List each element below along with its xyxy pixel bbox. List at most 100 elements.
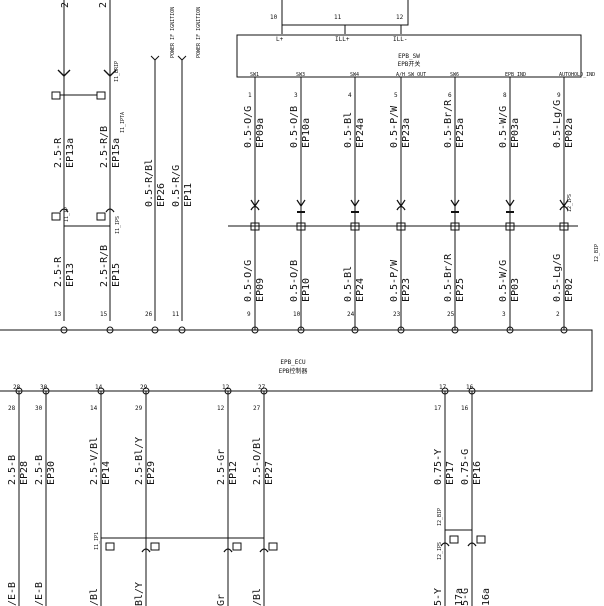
ecu-pin-26-top: 26 — [145, 311, 153, 318]
ecu-pin-terminal — [351, 326, 359, 334]
wire-label-fragment: 5-G — [460, 588, 471, 606]
wire-label: 2.5-B — [7, 455, 18, 485]
label-i1-ip: I1_IP — [64, 207, 70, 222]
ecu-pin-number-below: 17 — [434, 405, 442, 412]
switch-pin-number: 8 — [503, 92, 507, 99]
ecu-pin-number-below: 16 — [461, 405, 469, 412]
connector-box — [350, 222, 360, 231]
wire-label: 2.5-O/Bl — [252, 437, 263, 485]
connector-chevron — [559, 199, 569, 208]
left-connector-box — [51, 212, 61, 221]
ecu-pin-number-below: 30 — [35, 405, 43, 412]
wire-label-lower: 0.5-Br/R — [443, 253, 454, 302]
connector-chevron — [505, 199, 515, 208]
wire-label-lower: 0.5-W/G — [498, 260, 509, 302]
wire-label-2.5-R: 2.5-R — [53, 256, 64, 287]
fragment-code-17a: 17a — [454, 588, 465, 606]
ecu-pin-15-top: 15 — [100, 311, 108, 318]
wire-code-EP13a: EP13a — [65, 138, 76, 168]
wire-label-0.5-R-G: 0.5-R/G — [171, 165, 182, 207]
wire-code-lower: EP02 — [564, 278, 575, 302]
wire-code-lower: EP09 — [255, 278, 266, 302]
ecu-pin-terminal — [451, 326, 459, 334]
wire-code-upper: EP09a — [255, 118, 266, 148]
label-i2-bip-low: I2_BIP — [437, 508, 443, 526]
wire-label: 0.75-G — [460, 449, 471, 485]
connector-box — [505, 222, 515, 231]
wire-code-upper: EP02a — [564, 118, 575, 148]
ecu-pin-terminal — [224, 387, 232, 395]
wire-code-lower: EP24 — [355, 278, 366, 302]
switch-pin-label: A/H SW OUT — [396, 72, 426, 78]
ecu-pin-number-top: 25 — [447, 311, 455, 318]
switch-pin-label-ill-minus: ILL- — [393, 36, 407, 43]
ecu-pin-number: 30 — [40, 384, 48, 391]
wire-code-lower: EP03 — [510, 278, 521, 302]
wire-label-upper: 0.5-O/B — [289, 106, 300, 148]
epb-ecu-subtitle: EPB控制器 — [279, 367, 308, 375]
ecu-pin-number-top: 24 — [347, 311, 355, 318]
top-left-fragment-2: 2 — [98, 2, 109, 8]
switch-pin-label: EPB_IND — [505, 72, 526, 78]
wire-code: EP16 — [472, 461, 483, 485]
ecu-pin-terminal — [42, 387, 50, 395]
ecu-pin-terminal — [15, 387, 23, 395]
wire-label: 2.5-V/Bl — [89, 437, 100, 485]
wire-code-EP11: EP11 — [183, 183, 194, 207]
wire-label-2.5-RB: 2.5-R/B — [99, 245, 110, 287]
bottom-connector-box — [449, 535, 459, 544]
epb-ecu-title: EPB_ECU — [280, 359, 306, 366]
epb-ecu-box — [0, 329, 593, 392]
switch-pin-number: 3 — [294, 92, 298, 99]
ecu-pin-terminal — [441, 387, 449, 395]
wire-code-upper: EP23a — [401, 118, 412, 148]
wire-label-fragment: Gr — [216, 594, 227, 606]
wire-label-upper: 0.5-O/G — [243, 106, 254, 148]
wire-label-fragment: 5-Y — [433, 588, 444, 606]
connector-chevron — [450, 199, 460, 208]
wire-label-upper: 0.5-P/W — [389, 105, 400, 148]
switch-pin-label: SW1 — [250, 72, 259, 78]
ecu-pin-13-top: 13 — [54, 311, 62, 318]
switch-pin-label: SW3 — [296, 72, 305, 78]
ecu-pin-terminal — [397, 326, 405, 334]
bottom-connector-box — [232, 542, 242, 551]
wire-code: EP27 — [264, 461, 275, 485]
wire-code-upper: EP24a — [355, 118, 366, 148]
wire-label-upper: 0.5-Bl — [343, 112, 354, 148]
ecu-pin-number-below: 14 — [90, 405, 98, 412]
label-i1-ips: I1_IPS — [115, 216, 121, 234]
wire-code-lower: EP25 — [455, 278, 466, 302]
switch-pin-number: 6 — [448, 92, 452, 99]
ecu-pin-terminal — [142, 387, 150, 395]
wire-label: 0.75-Y — [433, 449, 444, 485]
epb-switch-title: EPB_SW — [398, 53, 420, 60]
ecu-pin-number: 28 — [13, 384, 21, 391]
switch-pin-number: 5 — [394, 92, 398, 99]
ecu-pin-number-top: 9 — [247, 311, 251, 318]
ecu-pin-number: 12 — [222, 384, 230, 391]
label-i2-ips-low: I2_IPS — [437, 542, 443, 560]
wire-code-EP13: EP13 — [65, 263, 76, 287]
wire-label-fragment: /E-B — [34, 582, 45, 606]
ecu-pin-number-top: 3 — [502, 311, 506, 318]
ecu-pin-number: 29 — [140, 384, 148, 391]
switch-pin-label: SW4 — [350, 72, 359, 78]
ecu-pin-number-below: 27 — [253, 405, 261, 412]
connector-box — [250, 222, 260, 231]
epb-switch-box — [236, 34, 582, 78]
ecu-pin-number-below: 28 — [8, 405, 16, 412]
bottom-connector-box — [476, 535, 486, 544]
wire-label: 2.5-Gr — [216, 449, 227, 485]
left-connector-box — [51, 91, 61, 100]
power-if-ignition-label-2: POWER IF IGNITION — [196, 7, 202, 58]
wire-label-lower: 0.5-O/G — [243, 260, 254, 302]
switch-top-housing — [281, 0, 409, 26]
wire-label-fragment: Bl/Y — [134, 582, 145, 606]
wire-label: 2.5-Bl/Y — [134, 437, 145, 485]
connector-chevron — [250, 199, 260, 208]
ecu-pin-terminal — [97, 387, 105, 395]
left-connector-box — [96, 212, 106, 221]
bottom-connector-box — [150, 542, 160, 551]
